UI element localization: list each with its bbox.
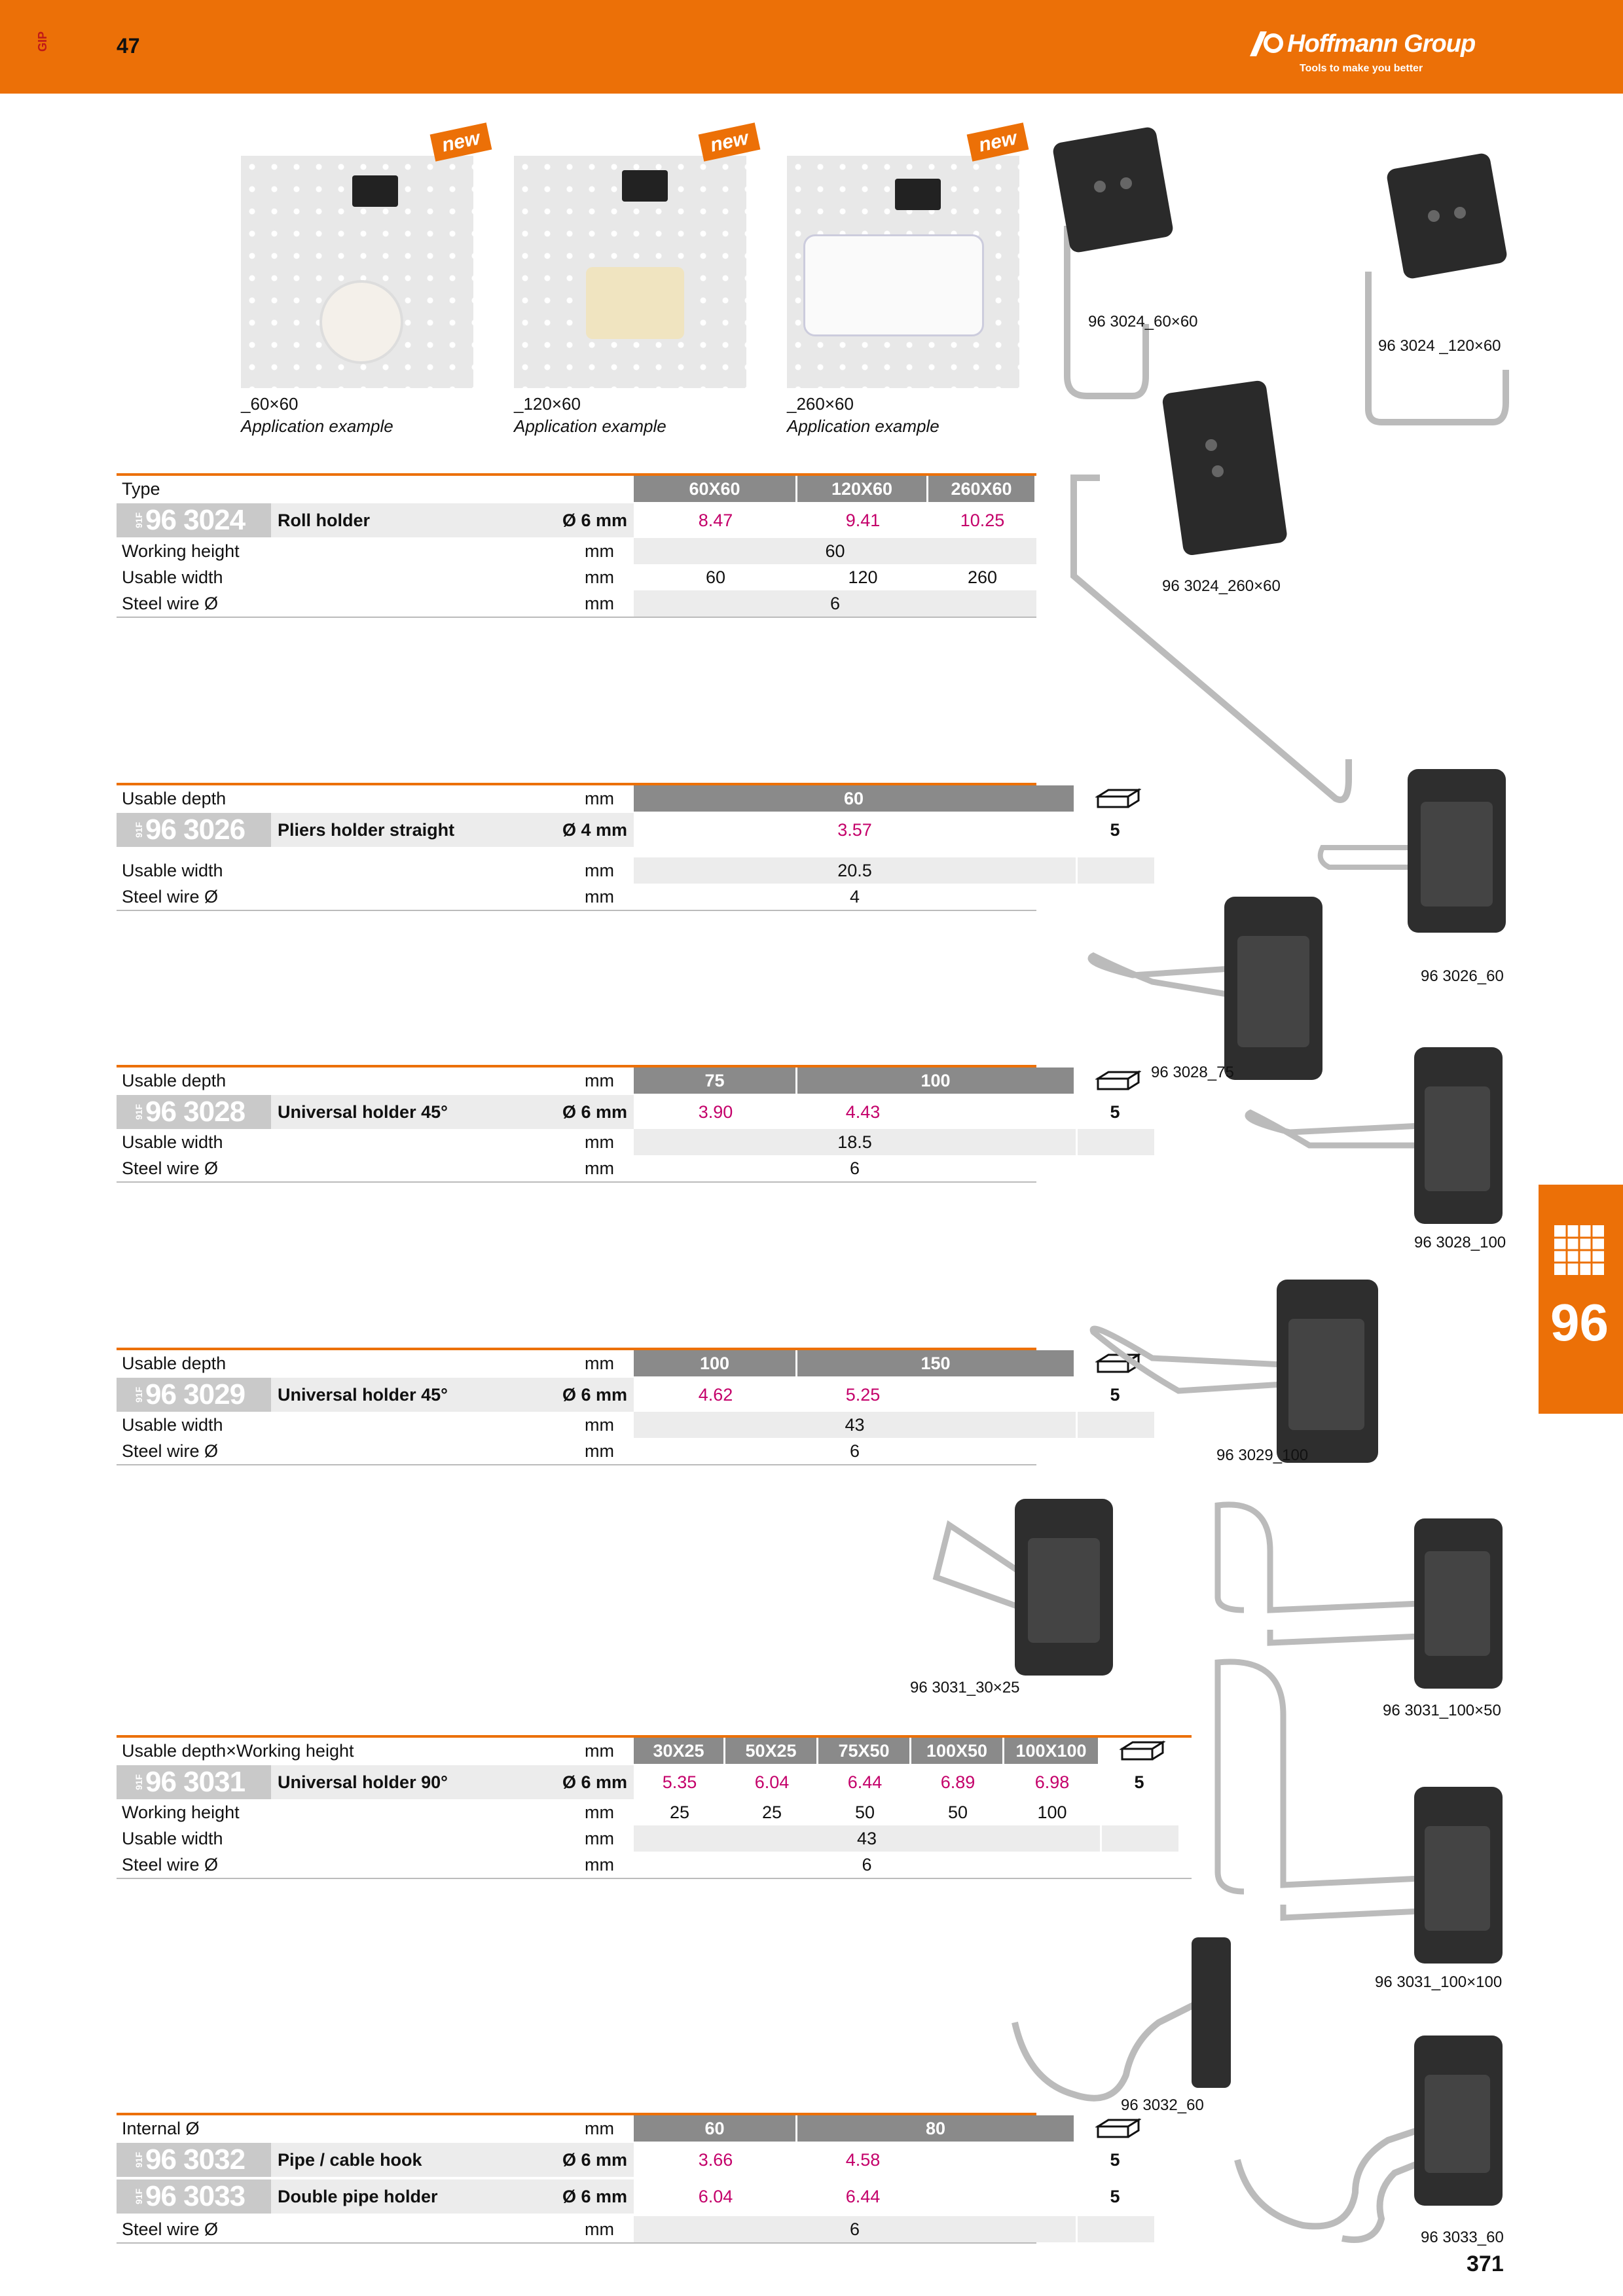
product-label: 96 3029_100 [1216,1446,1309,1464]
spec-row: Usable width mm 18.5 [117,1129,1154,1155]
universal-holder-100-image [1245,1047,1503,1224]
top-bar [0,0,1623,94]
application-photo-60x60 [241,156,473,388]
table-rule [117,910,1036,911]
packaging-unit-icon [1100,1738,1192,1764]
new-badge: new [698,122,761,162]
spec-row: Usable width mm 43 [117,1412,1154,1438]
product-label: 96 3033_60 [1421,2229,1504,2246]
hoffmann-logo-icon [1250,31,1283,56]
table-rule [117,1878,1192,1879]
application-photo-260x60 [787,156,1019,388]
table-rule [117,2242,1036,2244]
product-label: 96 3031_100×50 [1383,1702,1501,1719]
application-photo-120x60 [514,156,746,388]
packaging-unit-icon [1076,1350,1167,1376]
table-rule [117,1181,1036,1183]
page-number: 371 [1467,2251,1504,2276]
article-row: 91F 96 3032 Pipe / cable hook Ø 6 mm 3.6… [117,2143,1120,2177]
universal-holder-100x50-image [1214,1501,1503,1689]
article-row: 91F 96 3026 Pliers holder straight Ø 4 m… [117,813,1120,847]
table-rule [117,783,1036,785]
spec-row: Steel wire Ø mm 6 [122,1158,860,1178]
article-row: 91F 96 3024 Roll holder Ø 6 mm 8.47 9.41… [117,503,1036,537]
roll-holder-120x60-image [1365,153,1509,425]
spec-row: Steel wire Ø mm 6 [122,1855,872,1874]
chapter-tab[interactable] [1539,1185,1623,1414]
article-row: 91F 96 3029 Universal holder 45° Ø 6 mm … [117,1378,1120,1412]
table-header-row: Usable depth×Working height mm 30X25 50X… [117,1738,1192,1764]
universal-holder-75-image [1087,897,1322,1080]
table-rule [117,2113,1036,2115]
article-row: 91F 96 3031 Universal holder 90° Ø 6 mm … [117,1765,1192,1799]
brand-tagline: Tools to make you better [1300,63,1423,74]
spec-row: Working height mm 60 [117,538,1036,564]
double-pipe-holder-image [1234,2036,1503,2243]
table-rule [117,1464,1036,1465]
packaging-unit-icon [1076,785,1167,812]
table-header-row: Type 60X60 120X60 260X60 [117,476,1036,502]
universal-holder-3029-image [1089,1280,1378,1463]
spec-row: Usable width mm 43 [117,1825,1192,1852]
roll-holder-60x60-image [1053,127,1173,399]
universal-holder-30x25-image [932,1499,1113,1676]
spec-row: Usable width mm 20.5 [117,857,1154,884]
spec-row: Usable width mm 60 120 260 [122,567,998,587]
pipe-cable-hook-image [1012,1937,1231,2102]
table-rule [117,1348,1036,1350]
universal-holder-100x100-image [1214,1659,1503,1964]
product-label: 96 3024_260×60 [1162,577,1281,595]
table-rule [117,1735,1192,1738]
spec-row: Steel wire Ø mm 6 [117,590,1036,617]
article-row: 91F 96 3028 Universal holder 45° Ø 6 mm … [117,1095,1120,1129]
table-header-row: Usable depth mm 100 150 [117,1350,1142,1376]
spec-row: Steel wire Ø mm 6 [122,1441,860,1461]
table-header-row: Usable depth mm 75 100 [117,1067,1142,1094]
chapter-number: 96 [1550,1293,1609,1352]
table-header-row: Internal Ø mm 60 80 [117,2115,1142,2142]
product-label: 96 3028_100 [1414,1234,1506,1251]
table-rule [117,473,1036,476]
table-rule [117,617,1036,618]
new-badge: new [966,122,1029,162]
product-label: 96 3028_75 [1151,1064,1234,1081]
product-label: 96 3026_60 [1421,967,1504,985]
product-label: 96 3032_60 [1121,2096,1204,2114]
new-badge: new [429,122,492,162]
product-label: 96 3024_60×60 [1088,313,1198,331]
brand-name: Hoffmann Group [1287,30,1476,58]
packaging-unit-icon [1076,2115,1167,2142]
pliers-holder-image [1317,769,1506,933]
gip-mark: GIP [36,31,49,52]
article-row: 91F 96 3033 Double pipe holder Ø 6 mm 6.… [117,2179,1120,2214]
table-rule [117,1065,1036,1067]
table-header-row: Usable depth mm 60 [117,785,1142,812]
product-label: 96 3024 _120×60 [1378,337,1501,355]
roll-holder-260x60-image [1070,380,1352,803]
product-label: 96 3031_30×25 [910,1679,1020,1696]
page-top-number: 47 [117,34,140,58]
grid-icon [1554,1225,1604,1275]
spec-row: Steel wire Ø mm 4 [122,887,860,906]
packaging-unit-icon [1076,1067,1167,1094]
spec-row: Steel wire Ø mm 6 [117,2216,1154,2242]
spec-row: Working height mm 25 25 50 50 100 [122,1803,1067,1822]
product-label: 96 3031_100×100 [1375,1973,1503,1991]
